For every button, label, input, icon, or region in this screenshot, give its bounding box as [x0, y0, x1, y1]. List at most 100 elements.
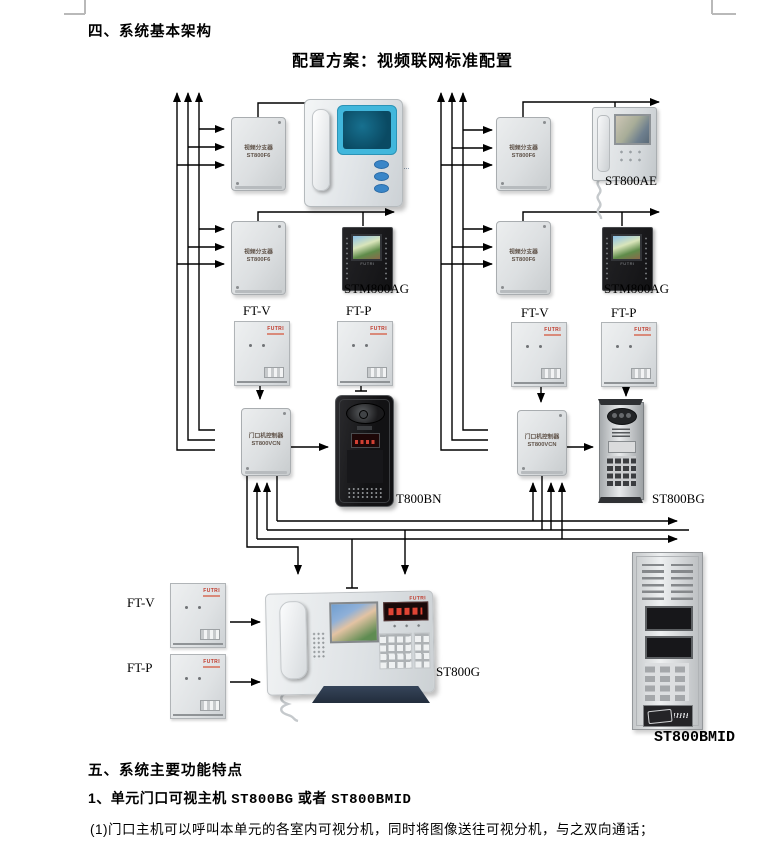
box-base — [237, 381, 287, 383]
button — [374, 160, 389, 169]
brand-logo: FUTRI — [620, 261, 635, 266]
door-station-st800bg — [598, 399, 644, 503]
box-base — [235, 290, 282, 293]
box-base — [340, 381, 390, 383]
brand-logo: FUTRI — [267, 327, 284, 335]
screw — [198, 677, 201, 680]
screen — [337, 105, 397, 155]
camera-window — [645, 606, 693, 631]
label-ftp: FT-P — [346, 303, 372, 318]
feature-prefix: 1、单元门口可视主机 — [88, 790, 227, 806]
model-st800bg: ST800BG — [231, 792, 294, 808]
box-base — [604, 382, 654, 384]
label-tag — [631, 368, 651, 379]
model-st800bmid: ST800BMID — [331, 792, 412, 808]
label-st800g: ST800G — [436, 664, 481, 679]
card-reader — [643, 705, 693, 727]
indoor-monitor-stm800ag: FUTRI — [342, 227, 393, 291]
label-st800bg: ST800BG — [652, 491, 705, 506]
rain-hood — [598, 399, 643, 405]
screw — [543, 225, 546, 228]
label-stm800ag: STM800AG — [604, 281, 670, 296]
screw — [526, 345, 529, 348]
ftv-distributor-box: FUTRI — [170, 583, 226, 648]
screen — [611, 234, 642, 261]
screen — [329, 601, 379, 644]
diagram-title: 配置方案：视频联网标准配置 — [292, 53, 514, 70]
brand-logo: FUTRI — [203, 660, 220, 668]
feature-conjunction: 或者 — [297, 790, 327, 806]
display-window — [645, 636, 693, 659]
screw — [616, 345, 619, 348]
label-st800bmid: ST800BMID — [654, 729, 736, 746]
box-base — [245, 471, 287, 474]
keypad — [378, 632, 413, 670]
screw — [236, 286, 239, 289]
speaker — [612, 428, 630, 437]
button-dots — [644, 236, 649, 280]
screw — [185, 606, 188, 609]
button — [374, 172, 389, 181]
label-st800ae: ST800AE — [605, 173, 657, 188]
speaker — [311, 631, 327, 660]
keypad — [645, 663, 689, 701]
camera — [607, 408, 637, 425]
brand-logo: FUTRI — [544, 328, 561, 336]
box-base — [173, 714, 223, 716]
keypad — [347, 450, 383, 483]
brand-logo: FUTRI — [634, 328, 651, 336]
ftp-power-box: FUTRI — [170, 654, 226, 719]
screw — [198, 606, 201, 609]
feature-item-heading: 1、单元门口可视主机 ST800BG 或者 ST800BMID — [88, 788, 411, 808]
handset — [312, 109, 330, 191]
camera — [346, 403, 385, 424]
label-tag — [200, 629, 220, 640]
screen — [351, 234, 382, 261]
box-base — [235, 186, 282, 189]
screw — [522, 467, 525, 470]
label-ftp: FT-P — [611, 305, 637, 320]
screw — [262, 344, 265, 347]
ftp-power-box: FUTRI — [601, 322, 657, 387]
button-dots — [384, 236, 389, 280]
function-keys — [413, 632, 431, 669]
console-body: FUTRI — [264, 590, 436, 696]
ftv-distributor-box: FUTRI — [234, 321, 290, 386]
brand-strip — [357, 426, 372, 430]
guard-console-st800g: FUTRI — [264, 590, 436, 712]
name-window — [608, 441, 636, 453]
screw — [501, 286, 504, 289]
console-stand — [312, 686, 430, 703]
speaker-vents — [642, 564, 664, 600]
screw — [185, 677, 188, 680]
box-base — [500, 290, 547, 293]
handset — [597, 115, 610, 172]
speaker-vents — [671, 564, 693, 600]
label-tag — [367, 367, 387, 378]
section4-heading: 四、系统基本架构 — [88, 24, 212, 40]
buttons — [617, 148, 645, 164]
brand-logo: FUTRI — [360, 261, 375, 266]
screw — [278, 121, 281, 124]
base-cap — [598, 497, 643, 503]
screw — [283, 412, 286, 415]
speaker — [347, 487, 383, 499]
brand-logo: FUTRI — [203, 589, 220, 597]
indoor-video-monitor-st800ae — [592, 107, 657, 181]
label-tag — [541, 368, 561, 379]
button-dots — [345, 236, 350, 280]
ftp-power-box: FUTRI — [337, 321, 393, 386]
screw — [559, 414, 562, 417]
label-ftv: FT-V — [127, 595, 155, 610]
